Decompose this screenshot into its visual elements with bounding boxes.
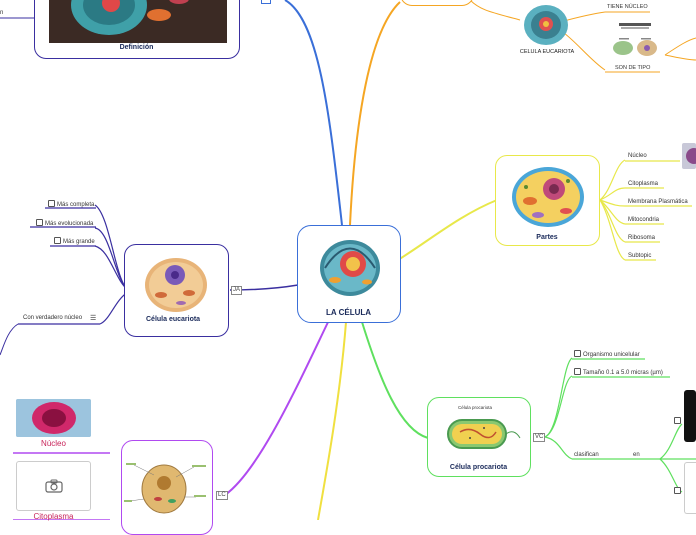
checkbox-icon[interactable] bbox=[674, 487, 683, 495]
son-de-tipo-label: SON DE TIPO bbox=[615, 65, 651, 71]
eucariota-top-image bbox=[524, 5, 568, 45]
definicion-title: Definición bbox=[119, 44, 154, 51]
definicion-tag[interactable] bbox=[261, 0, 271, 4]
eucariota-item-nucleo[interactable]: Con verdadero núcleo bbox=[23, 315, 83, 321]
procariota-en[interactable]: en bbox=[633, 452, 640, 458]
lc-nucleo-image bbox=[16, 399, 91, 437]
eucariota-top-title: CELULA EUCARIOTA bbox=[519, 49, 575, 55]
tipos-celula-image bbox=[609, 22, 661, 60]
partes-title: Partes bbox=[536, 234, 558, 241]
checkbox-icon[interactable] bbox=[574, 350, 581, 357]
tiene-nucleo-label: TIENE NÚCLEO bbox=[607, 4, 648, 10]
connector-lines bbox=[0, 0, 696, 520]
partes-item-subtopic[interactable]: Subtopic bbox=[628, 253, 652, 259]
procariota-clasifican[interactable]: clasifican bbox=[574, 452, 599, 458]
lc-nucleo-label: Núcleo bbox=[41, 439, 66, 448]
lc-citoplasma-placeholder bbox=[16, 461, 91, 511]
partes-item-mitocondria[interactable]: Mitocondria bbox=[628, 217, 660, 223]
partes-item-citoplasma[interactable]: Citoplasma bbox=[628, 181, 659, 187]
checkbox-icon[interactable] bbox=[574, 368, 581, 375]
central-cell-image bbox=[320, 240, 380, 296]
eucariota-item-completa[interactable]: Más completa bbox=[48, 200, 94, 208]
procariota-node[interactable]: Célula procariota Célula procariota bbox=[427, 397, 531, 477]
definicion-image bbox=[49, 0, 227, 43]
eucariota-item-evolucionada[interactable]: Más evolucionada bbox=[36, 219, 93, 227]
eucariota-node[interactable]: Célula eucariota bbox=[124, 244, 229, 337]
procariota-dark-image bbox=[684, 390, 696, 442]
checkbox-icon[interactable] bbox=[674, 417, 683, 425]
checkbox-icon[interactable] bbox=[54, 237, 61, 244]
partes-item-nucleo[interactable]: Núcleo bbox=[628, 153, 647, 159]
definicion-left-text: n bbox=[0, 10, 4, 16]
checkbox-icon[interactable] bbox=[36, 219, 43, 226]
definicion-node[interactable]: Definición bbox=[34, 0, 240, 59]
eucariota-tag[interactable]: JA bbox=[231, 286, 243, 295]
lc-cell-diagram bbox=[124, 463, 206, 514]
central-title: LA CÉLULA bbox=[325, 308, 372, 317]
top-orange-node[interactable] bbox=[400, 0, 474, 6]
partes-node[interactable]: Partes bbox=[495, 155, 600, 246]
central-node[interactable]: LA CÉLULA bbox=[297, 225, 401, 323]
procariota-tag[interactable]: VC bbox=[533, 433, 546, 442]
partes-item-membrana[interactable]: Membrana Plasmática bbox=[628, 199, 688, 205]
checkbox-icon[interactable] bbox=[48, 200, 55, 207]
procariota-diagram-title: Célula procariota bbox=[458, 405, 493, 410]
procariota-image bbox=[447, 419, 521, 449]
celula-eucariota-top[interactable]: CELULA EUCARIOTA bbox=[512, 2, 582, 60]
procariota-item-tamano[interactable]: Tamaño 0.1 a 5.0 micras (µm) bbox=[574, 368, 663, 376]
partes-image bbox=[512, 167, 584, 227]
camera-icon bbox=[44, 479, 63, 493]
lc-node[interactable] bbox=[121, 440, 213, 535]
lc-citoplasma-label: Citoplasma bbox=[33, 512, 74, 521]
nucleo-thumb-image bbox=[682, 143, 696, 169]
eucariota-image bbox=[145, 258, 207, 312]
eucariota-title: Célula eucariota bbox=[146, 316, 201, 323]
procariota-item-unicelular[interactable]: Organismo unicelular bbox=[574, 350, 640, 358]
procariota-light-box bbox=[684, 462, 696, 514]
partes-item-ribosoma[interactable]: Ribosoma bbox=[628, 235, 656, 241]
procariota-title: Célula procariota bbox=[449, 464, 508, 471]
eucariota-item-grande[interactable]: Más grande bbox=[54, 237, 95, 245]
lc-tag[interactable]: LC bbox=[216, 491, 228, 500]
notes-icon[interactable]: ☰ bbox=[90, 315, 97, 322]
